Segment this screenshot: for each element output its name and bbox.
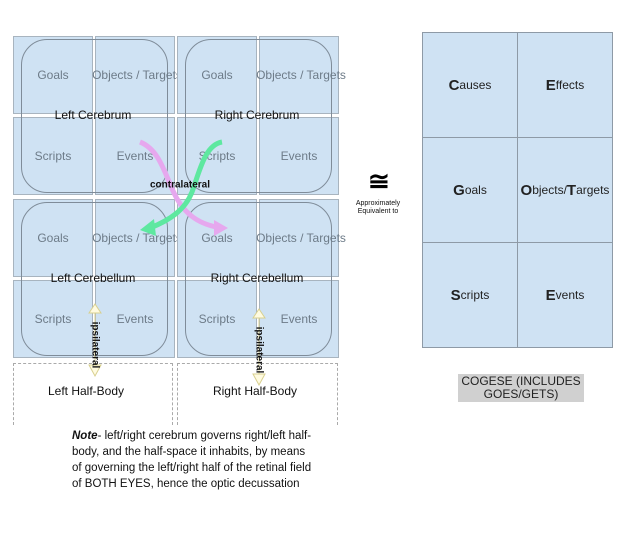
right-ipsilateral-arrow [252, 308, 266, 387]
right-half-body-box [177, 363, 338, 425]
note-text: Note- left/right cerebrum governs right/… [72, 428, 312, 492]
left-cerebrum-cell-scripts [13, 117, 93, 195]
rest: vents [555, 288, 585, 302]
green-contralateral-arrow [149, 139, 223, 231]
initial: T [566, 181, 577, 199]
equivalence-caption: Approximately Equivalent to [345, 200, 411, 216]
left-cerebellum-label-goals: Goals [37, 231, 69, 245]
left-cerebrum-label-scripts: Scripts [34, 149, 72, 163]
left-ipsilateral-label: ipsilateral [89, 321, 101, 369]
left-half-body-box [13, 363, 173, 425]
left-cerebrum-title: Left Cerebrum [54, 108, 132, 122]
rest: oals [464, 183, 487, 197]
left-cerebellum-label-scripts: Scripts [34, 312, 72, 326]
right-half-body-label: Right Half-Body [212, 384, 298, 398]
left-cerebrum-label-objects-targets: Objects / Targets [92, 68, 182, 82]
note-heading: Note [72, 430, 98, 442]
left-ipsilateral-arrow [88, 303, 102, 378]
initial: S [450, 286, 461, 304]
right-cerebellum-label-scripts: Scripts [198, 312, 236, 326]
left-cerebrum-outline [21, 39, 168, 193]
right-cerebrum-label-goals: Goals [201, 68, 233, 82]
cogese-label: COGESE (INCLUDES GOES/GETS) [458, 374, 584, 402]
right-cerebellum-label-events: Events [280, 312, 318, 326]
caption-line-2: Equivalent to [357, 208, 399, 215]
note-body: - left/right cerebrum governs right/left… [72, 430, 312, 490]
left-cerebellum-title: Left Cerebellum [50, 271, 136, 285]
contralateral-label: contralateral [149, 179, 211, 191]
rest: ffects [555, 78, 585, 92]
initial: E [545, 286, 556, 304]
approx-equivalent-icon: ≅ [368, 166, 390, 196]
initial: C [448, 76, 460, 94]
right-cerebrum-label-objects-targets: Objects / Targets [256, 68, 346, 82]
pink-arrowhead [214, 220, 228, 236]
right-ipsilateral-label: ipsilateral [253, 326, 265, 374]
rest: cripts [460, 288, 490, 302]
initial: E [545, 76, 556, 94]
cogese-line-1: COGESE (INCLUDES [461, 374, 581, 388]
left-cerebrum-label-events: Events [116, 149, 154, 163]
rest: argets [576, 183, 610, 197]
right-cerebrum-outline [185, 39, 332, 193]
left-half-body-label: Left Half-Body [47, 384, 125, 398]
right-cerebellum-title: Right Cerebellum [210, 271, 304, 285]
pink-contralateral-arrow [138, 139, 223, 231]
right-cerebrum-label-events: Events [280, 149, 318, 163]
green-arrowhead [140, 219, 156, 236]
caption-line-1: Approximately [355, 200, 401, 207]
rest: auses [459, 78, 492, 92]
left-cerebrum-label-goals: Goals [37, 68, 69, 82]
initial: O [520, 181, 533, 199]
right-cerebellum-label-goals: Goals [201, 231, 233, 245]
left-cerebellum-label-objects-targets: Objects / Targets [92, 231, 182, 245]
rest: bjects/ [532, 183, 567, 197]
right-cerebrum-title: Right Cerebrum [214, 108, 300, 122]
initial: G [453, 181, 465, 199]
cogese-line-2: GOES/GETS) [483, 387, 559, 401]
right-cerebellum-label-objects-targets: Objects / Targets [256, 231, 346, 245]
left-cerebellum-label-events: Events [116, 312, 154, 326]
